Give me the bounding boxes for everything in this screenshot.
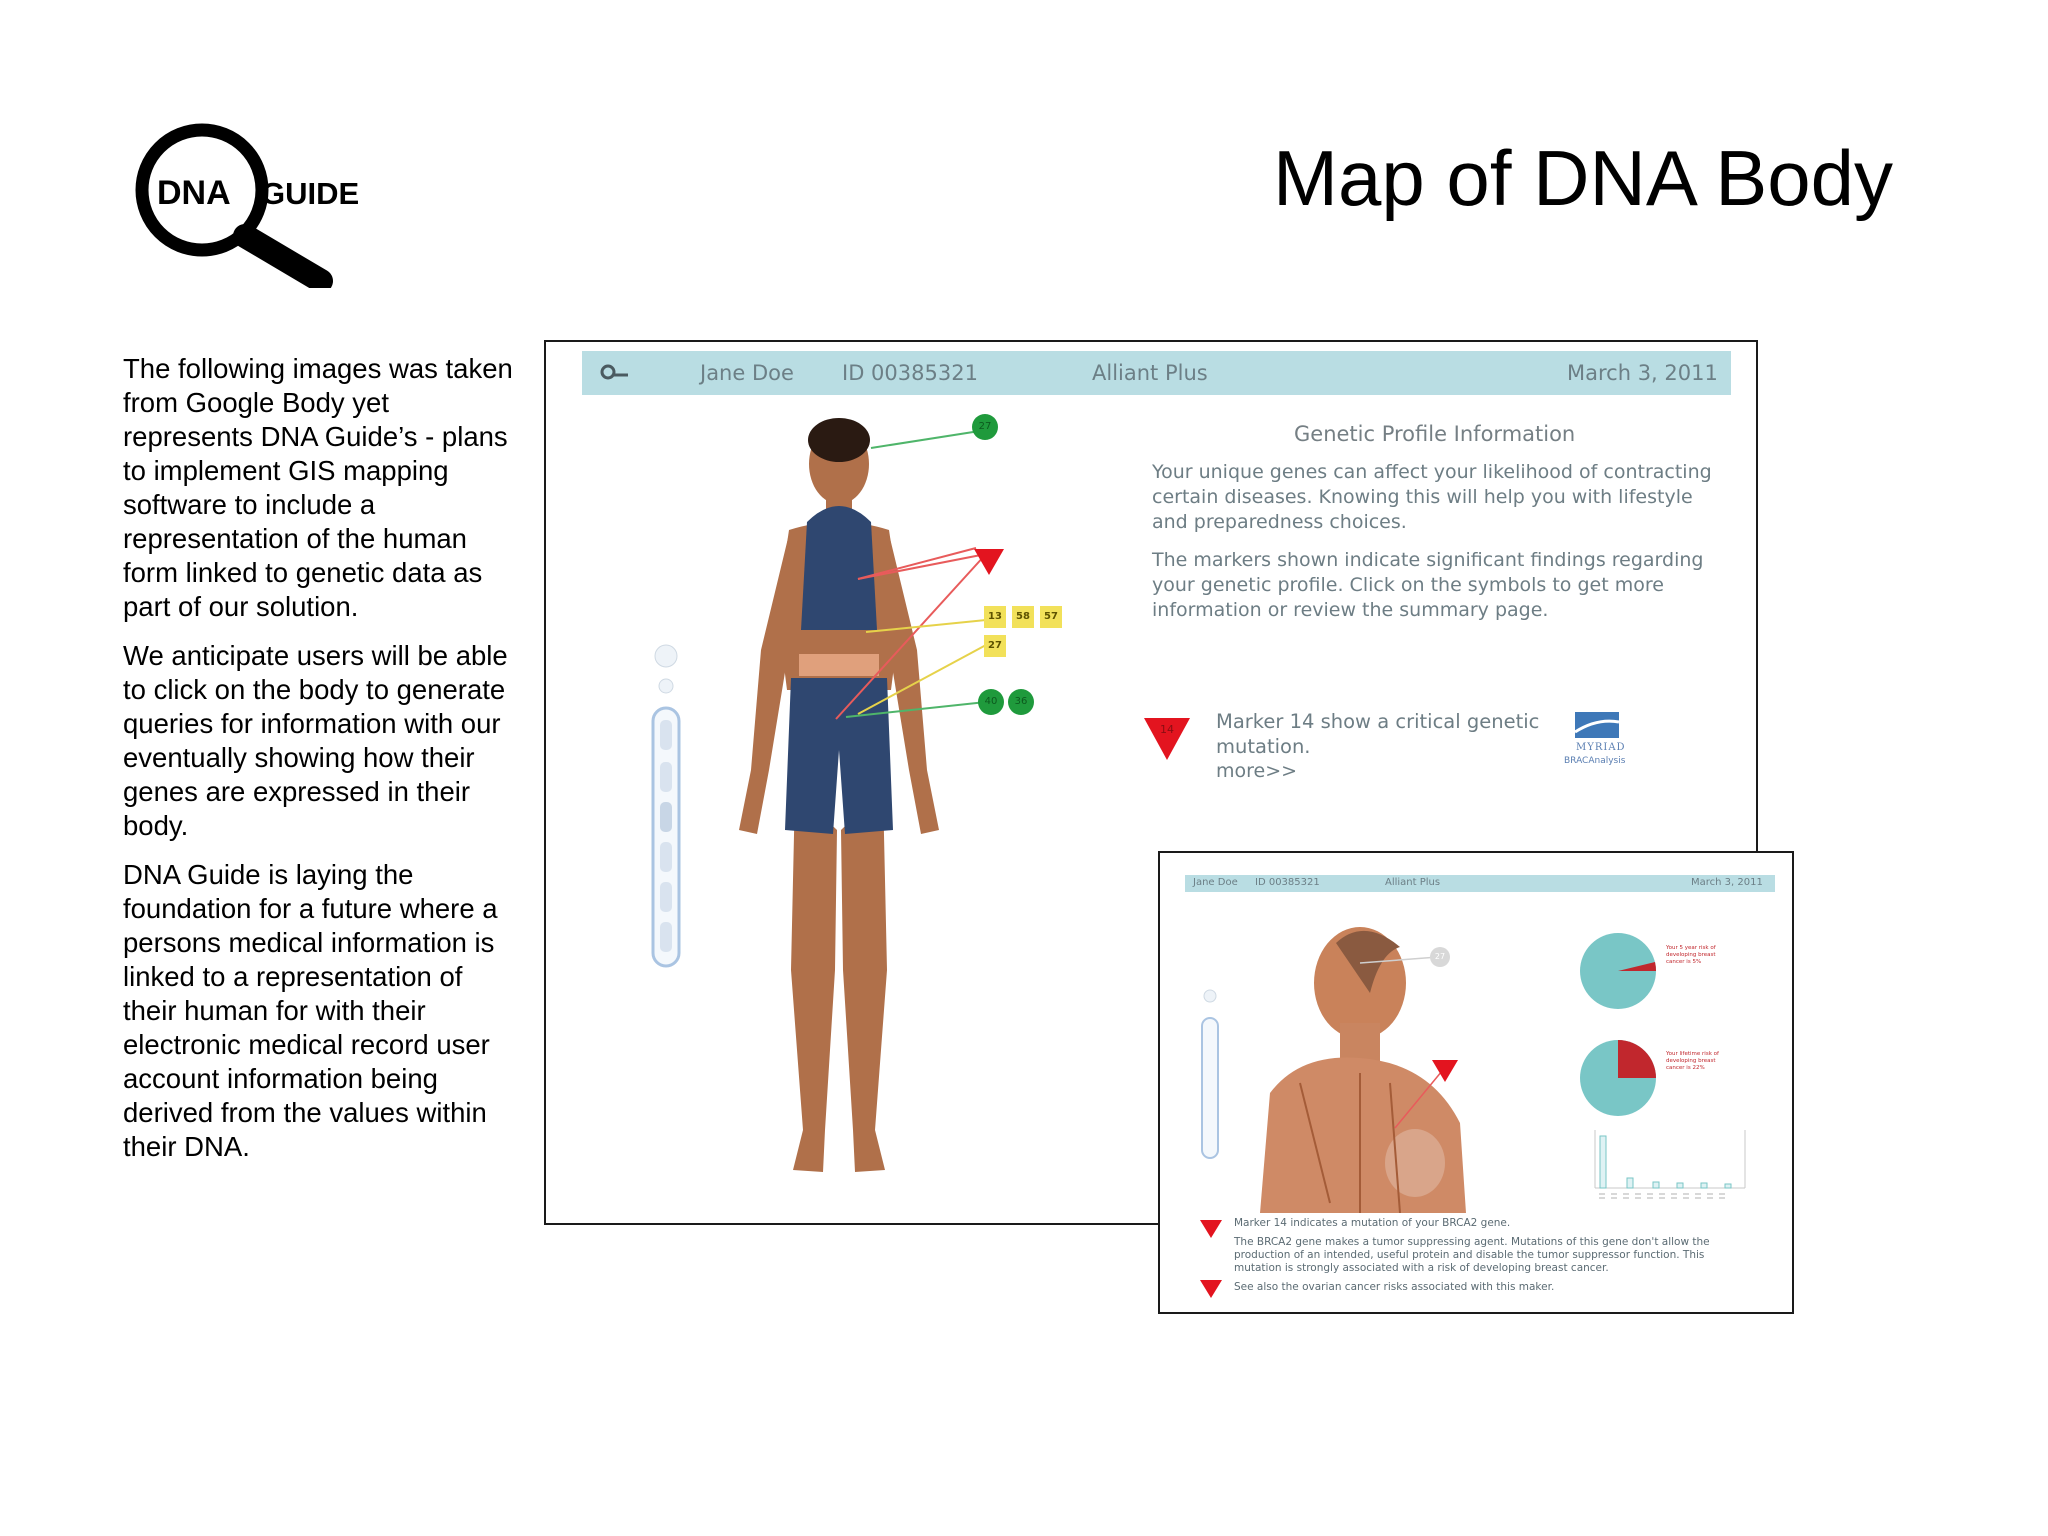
patient-header-bar: Jane Doe ID 00385321 Alliant Plus March … — [582, 351, 1731, 395]
zoom-slider[interactable] — [646, 642, 686, 972]
logo-text-guide: GUIDE — [261, 176, 359, 211]
ovarian-cancer-note[interactable]: See also the ovarian cancer risks associ… — [1234, 1281, 1555, 1293]
description-paragraph-1: The following images was taken from Goog… — [123, 353, 513, 622]
plan-name: Alliant Plus — [1092, 361, 1208, 385]
description: The following images was taken from Goog… — [123, 352, 513, 1179]
note-3-triangle-icon — [1200, 1280, 1222, 1298]
human-body-model[interactable] — [711, 410, 971, 1210]
search-key-icon[interactable] — [600, 363, 630, 383]
profile-markers-text: The markers shown indicate significant f… — [1152, 549, 1704, 621]
green-marker-27[interactable]: 27 — [972, 414, 998, 440]
detail-patient-id: ID 00385321 — [1255, 877, 1320, 888]
genetic-profile-title: Genetic Profile Information — [1294, 422, 1576, 446]
description-paragraph-2: We anticipate users will be able to clic… — [123, 640, 508, 841]
grey-marker-27[interactable]: 27 — [1430, 947, 1450, 967]
detail-patient-name: Jane Doe — [1193, 877, 1238, 888]
yellow-badge-13[interactable]: 13 — [984, 606, 1006, 628]
lifetime-risk-label: Your lifetime risk of developing breast … — [1666, 1051, 1719, 1071]
partner-product: BRACAnalysis — [1564, 756, 1626, 766]
partner-name: MYRIAD — [1576, 742, 1626, 753]
patient-name: Jane Doe — [700, 361, 794, 385]
detail-connector-lines — [1359, 956, 1443, 1129]
yellow-badge-58[interactable]: 58 — [1012, 606, 1034, 628]
detail-header-bar: Jane Doe ID 00385321 Alliant Plus March … — [1185, 875, 1775, 892]
header-date: March 3, 2011 — [1567, 361, 1718, 385]
five-year-risk-pie — [1580, 933, 1657, 1009]
profile-intro-text: Your unique genes can affect your likeli… — [1152, 461, 1712, 533]
marker-14-description: Marker 14 show a critical genetic mutati… — [1216, 710, 1540, 758]
marker-14-number: 14 — [1160, 723, 1174, 736]
detail-red-marker-icon[interactable] — [1432, 1060, 1458, 1082]
myriad-logo-icon — [1574, 712, 1620, 738]
logo-text-dna: DNA — [157, 174, 231, 212]
marker-14-triangle-icon[interactable]: 14 — [1144, 718, 1190, 760]
anatomy-torso-model[interactable] — [1240, 923, 1470, 1213]
detail-plan-name: Alliant Plus — [1385, 877, 1441, 888]
green-marker-36[interactable]: 36 — [1008, 689, 1034, 715]
note-1-triangle-icon — [1200, 1220, 1222, 1238]
more-link[interactable]: more>> — [1216, 760, 1298, 782]
lifetime-risk-pie — [1580, 1040, 1656, 1116]
risk-bar-chart — [1594, 1130, 1746, 1199]
patient-id: ID 00385321 — [842, 361, 978, 385]
dna-guide-logo: DNA GUIDE — [135, 123, 359, 288]
detail-date: March 3, 2011 — [1691, 877, 1763, 888]
anatomy-detail-screenshot: Jane Doe ID 00385321 Alliant Plus March … — [1158, 851, 1794, 1314]
marker-connector-lines — [835, 429, 987, 720]
brca2-marker-note: Marker 14 indicates a mutation of your B… — [1234, 1217, 1511, 1229]
detail-zoom-slider[interactable] — [1198, 988, 1222, 1163]
green-marker-40[interactable]: 40 — [978, 689, 1004, 715]
five-year-risk-label: Your 5 year risk of developing breast ca… — [1666, 945, 1716, 965]
description-paragraph-3: DNA Guide is laying the foundation for a… — [123, 859, 498, 1162]
brca2-explanation: The BRCA2 gene makes a tumor suppressing… — [1234, 1236, 1710, 1274]
yellow-badge-57[interactable]: 57 — [1040, 606, 1062, 628]
slide-title: Map of DNA Body — [1273, 134, 1893, 222]
yellow-badge-27[interactable]: 27 — [984, 635, 1006, 657]
red-marker-triangle-icon[interactable] — [974, 549, 1004, 575]
